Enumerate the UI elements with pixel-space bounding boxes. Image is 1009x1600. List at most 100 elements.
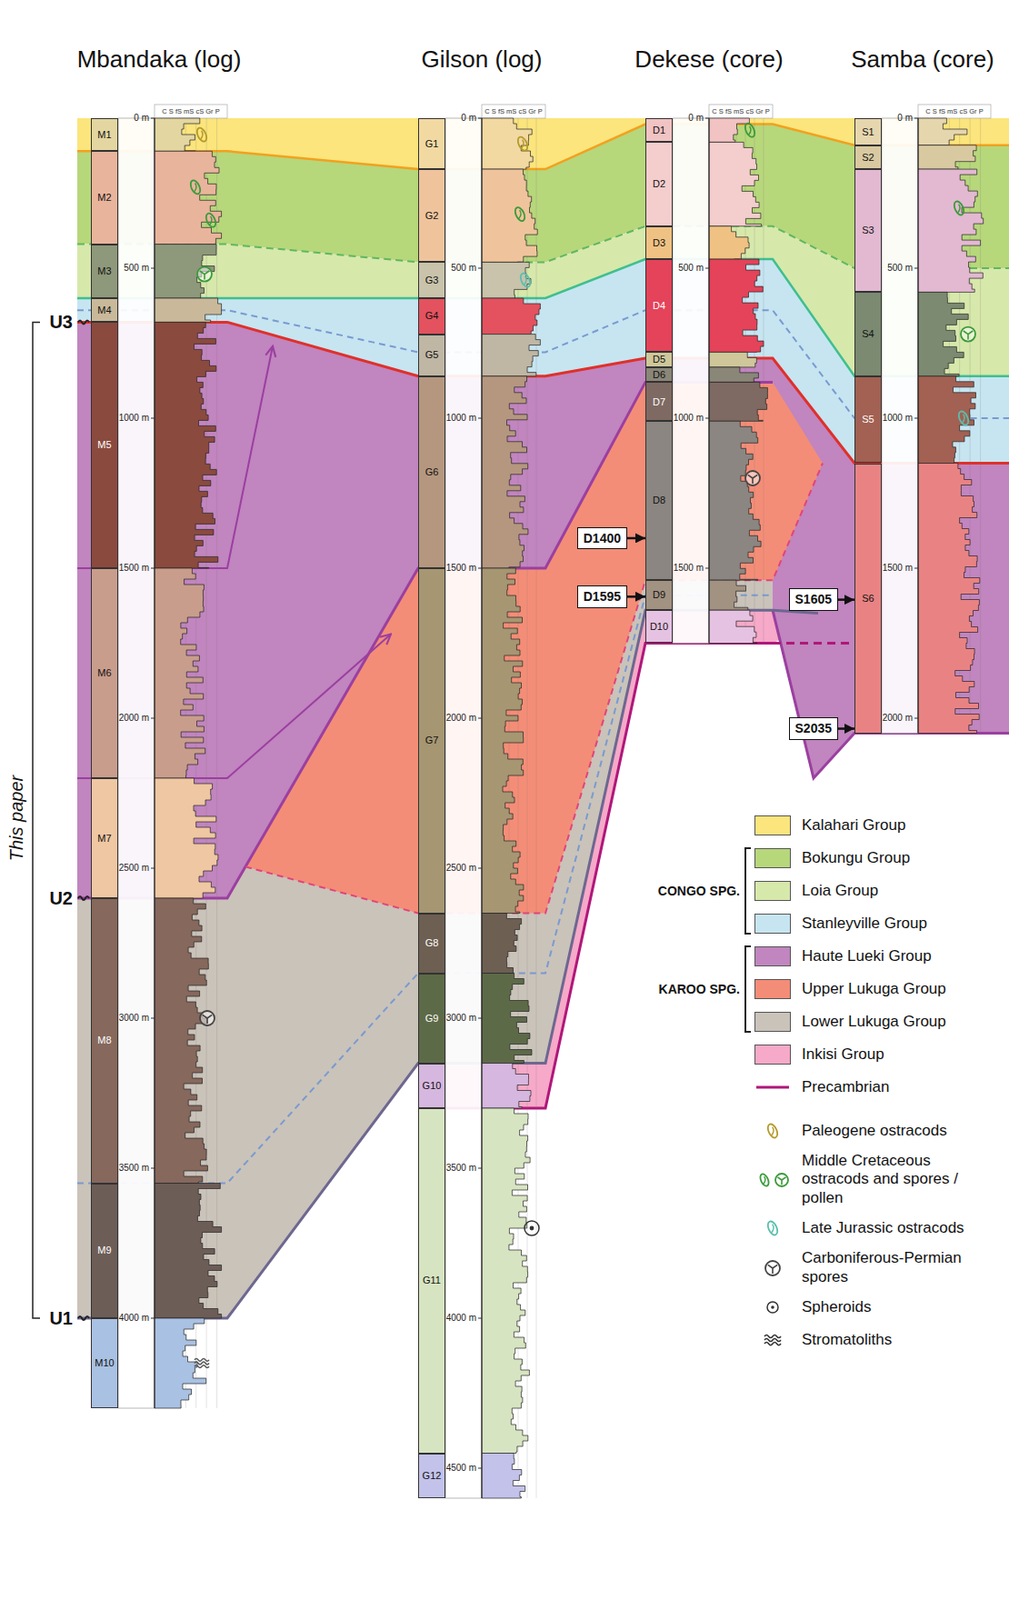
legend-text: Paleogene ostracods (801, 1121, 1000, 1140)
depth-tick (150, 1018, 155, 1019)
legend-sample (754, 1257, 791, 1279)
legend-row: Upper Lukuga Group (754, 977, 1000, 1001)
lithology-log (481, 376, 529, 569)
lithology-log (481, 1108, 530, 1454)
lithology-log (481, 1453, 526, 1499)
sample-callout: D1400 (577, 527, 628, 550)
spore-symbol (775, 1173, 789, 1187)
ostracod-symbol (200, 130, 203, 140)
sample-callout: S1605 (789, 588, 839, 611)
legend-bracket (745, 946, 751, 1032)
depth-tick (150, 718, 155, 720)
sample-label: D1400 (583, 530, 621, 547)
depth-label: 1500 m (446, 562, 477, 574)
legend-swatch (754, 1011, 791, 1032)
lithology-log (918, 376, 977, 464)
lithology-log (709, 367, 759, 383)
unit-box: M2 (90, 150, 119, 244)
depth-label: 0 m (133, 112, 150, 124)
stromatolith-symbol (764, 1341, 781, 1345)
depth-tick (478, 568, 482, 570)
unit-label: M3 (97, 265, 111, 278)
grain-size-header (481, 104, 546, 119)
lithology-log (481, 1063, 531, 1109)
depth-tick (478, 1018, 482, 1019)
lithology-log (709, 259, 764, 352)
unit-label: D9 (652, 589, 666, 601)
unit-box: D8 (645, 420, 673, 580)
depth-label: 3000 m (119, 1012, 150, 1024)
depth-tick (705, 268, 710, 270)
legend-row: Middle Cretaceous ostracods and spores /… (754, 1151, 1000, 1208)
lithology-log (481, 913, 522, 974)
unit-box: G10 (418, 1063, 446, 1109)
ostracod-symbol (521, 139, 524, 149)
legend-row: Lower Lukuga Group (754, 1009, 1000, 1034)
depth-label: 1500 m (882, 562, 913, 574)
ostracod-symbol (743, 121, 758, 139)
depth-tick (914, 718, 919, 720)
legend-text: Upper Lukuga Group (801, 979, 1000, 999)
legend-row: Stanleyville Group (754, 911, 1000, 936)
legend-swatch (754, 880, 791, 901)
depth-label: 1500 m (673, 562, 704, 574)
depth-tick (914, 568, 919, 570)
legend-text: Stanleyville Group (801, 914, 1000, 933)
spheroid-symbol (767, 1301, 779, 1313)
unit-label: M5 (97, 439, 111, 451)
sample-callout: D1595 (577, 585, 628, 609)
grid-line (763, 118, 765, 644)
legend-text: Inkisi Group (801, 1045, 1000, 1064)
sample-arrow (838, 598, 855, 601)
depth-label: 500 m (887, 262, 913, 274)
depth-tick (914, 118, 919, 120)
spore-symbol (202, 1014, 212, 1024)
unit-label: G7 (425, 734, 440, 747)
unit-box: M3 (90, 244, 119, 299)
unconformity-label: U1 (49, 1307, 73, 1329)
ostracod-symbol (962, 414, 965, 423)
depth-tick (914, 268, 919, 270)
legend-text: Precambrian (801, 1078, 1000, 1097)
unit-label: G2 (425, 209, 440, 222)
well-title: Dekese (core) (634, 45, 783, 74)
unit-box: D10 (645, 609, 673, 643)
legend-line (756, 1086, 790, 1089)
legend-sample (754, 1168, 791, 1191)
legend-bracket (745, 848, 751, 934)
unit-box: D2 (645, 141, 673, 226)
stromatolith-symbol (764, 1338, 781, 1341)
unit-label: D10 (649, 620, 669, 633)
depth-label: 0 m (460, 112, 477, 124)
lithology-log (709, 118, 750, 142)
spheroid-symbol (524, 1220, 540, 1236)
unit-box: M8 (90, 898, 119, 1184)
unit-box: G6 (418, 376, 446, 569)
legend-sample (754, 1076, 791, 1099)
legend-swatch (754, 979, 791, 1000)
unit-label: G8 (425, 937, 440, 950)
depth-label: 2000 m (446, 712, 477, 724)
depth-tick (150, 1168, 155, 1169)
depth-label: 4000 m (119, 1312, 150, 1324)
sample-arrow (627, 595, 646, 599)
unit-label: S6 (861, 592, 874, 605)
stromatolith-symbol (194, 1361, 210, 1365)
unit-box: M6 (90, 568, 119, 779)
ostracod-symbol (952, 199, 967, 217)
unit-box: G7 (418, 568, 446, 914)
depth-label: 3000 m (446, 1012, 477, 1024)
stromatolith-symbol (194, 1365, 210, 1369)
unit-box: S6 (854, 463, 882, 734)
depth-tick (150, 118, 155, 120)
spheroid-symbol (529, 1226, 535, 1231)
grain-size-header (709, 104, 773, 119)
legend-row: Loia Group (754, 879, 1000, 903)
lithology-log (154, 778, 219, 899)
legend-row: Late Jurassic ostracods (754, 1216, 1000, 1240)
lithology-log (481, 169, 538, 262)
legend-row: Inkisi Group (754, 1042, 1000, 1067)
unit-label: D4 (652, 299, 666, 312)
ostracod-symbol (519, 209, 521, 219)
unit-label: G5 (425, 349, 440, 361)
